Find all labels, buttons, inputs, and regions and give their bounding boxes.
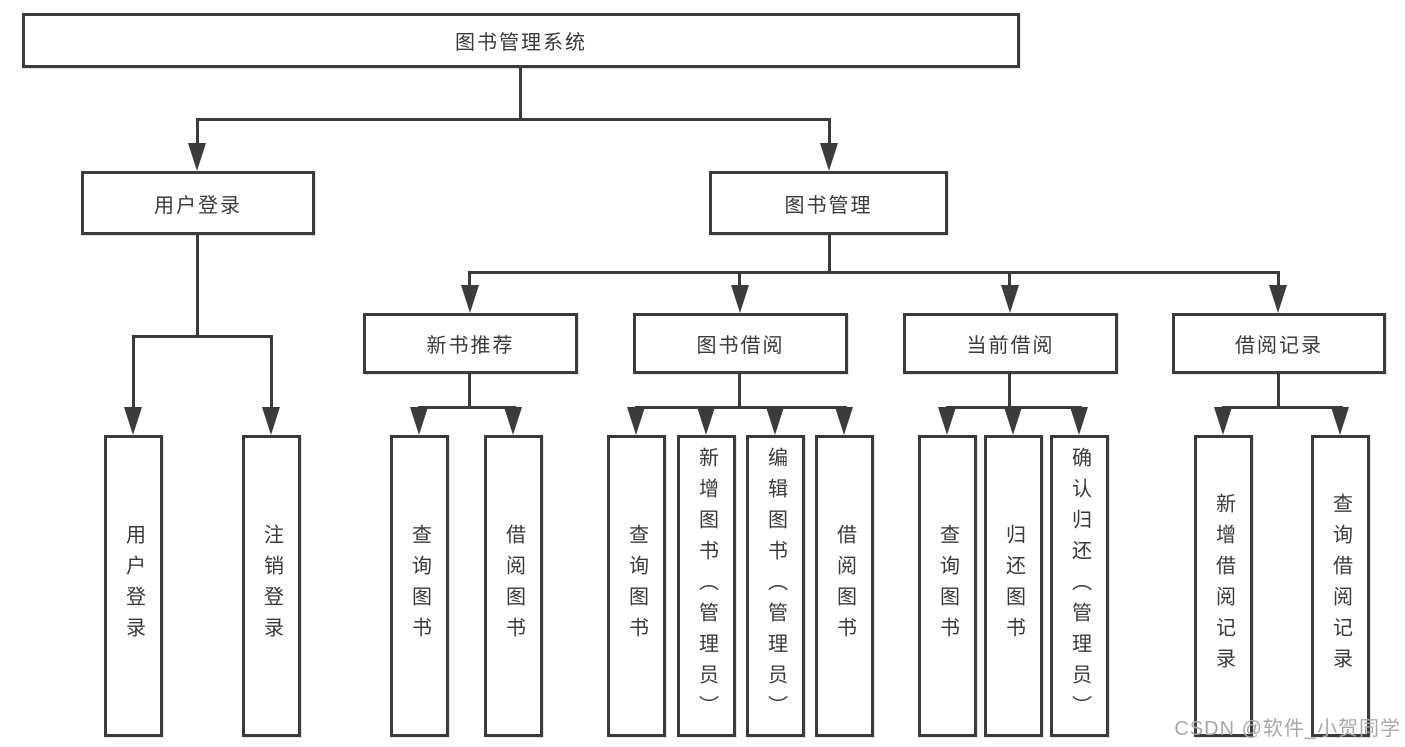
node-leaf-add-book-admin: 新增图书（管理员） bbox=[677, 435, 736, 737]
node-label: 图书借阅 bbox=[696, 335, 785, 357]
node-leaf-confirm-return-admin: 确认归还（管理员） bbox=[1050, 435, 1109, 737]
connector-line bbox=[196, 118, 199, 146]
node-label: 查询图书 bbox=[936, 524, 959, 648]
connector-line bbox=[418, 406, 516, 409]
node-label: 编辑图书（管理员） bbox=[764, 446, 787, 726]
node-label: 新书推荐 bbox=[426, 335, 515, 357]
arrow-down-icon bbox=[627, 407, 645, 435]
node-leaf-query-books-current: 查询图书 bbox=[918, 435, 977, 737]
node-new-book-recommend: 新书推荐 bbox=[363, 313, 578, 374]
arrow-down-icon bbox=[820, 143, 838, 171]
node-leaf-add-borrow-record: 新增借阅记录 bbox=[1194, 435, 1253, 737]
node-label: 用户登录 bbox=[122, 524, 145, 648]
connector-line bbox=[828, 234, 831, 274]
node-user-login: 用户登录 bbox=[81, 171, 315, 235]
arrow-down-icon bbox=[410, 407, 428, 435]
connector-line bbox=[828, 118, 831, 146]
arrow-down-icon bbox=[461, 285, 479, 313]
node-label: 查询图书 bbox=[408, 524, 431, 648]
node-label: 当前借阅 bbox=[966, 335, 1055, 357]
connector-line bbox=[468, 271, 471, 288]
node-label: 借阅记录 bbox=[1235, 335, 1323, 357]
connector-line bbox=[196, 234, 199, 338]
node-root-label: 图书管理系统 bbox=[455, 32, 587, 54]
node-book-management: 图书管理 bbox=[709, 171, 948, 235]
arrow-down-icon bbox=[766, 407, 784, 435]
connector-line bbox=[738, 271, 741, 288]
node-leaf-borrow-books-recommend: 借阅图书 bbox=[484, 435, 543, 737]
node-label: 新增图书（管理员） bbox=[695, 446, 718, 726]
arrow-down-icon bbox=[835, 407, 853, 435]
node-book-borrow: 图书借阅 bbox=[633, 313, 848, 374]
arrow-down-icon bbox=[697, 407, 715, 435]
connector-line bbox=[1277, 271, 1280, 288]
node-leaf-logout: 注销登录 bbox=[242, 435, 301, 737]
arrow-down-icon bbox=[1001, 285, 1019, 313]
node-leaf-query-books-borrow: 查询图书 bbox=[607, 435, 666, 737]
connector-line bbox=[635, 406, 847, 409]
arrow-down-icon bbox=[1214, 407, 1232, 435]
node-label: 借阅图书 bbox=[502, 524, 525, 648]
node-label: 注销登录 bbox=[260, 524, 283, 648]
node-label: 确认归还（管理员） bbox=[1068, 446, 1091, 726]
node-leaf-query-books-recommend: 查询图书 bbox=[390, 435, 449, 737]
connector-line bbox=[468, 271, 1280, 274]
arrow-down-icon bbox=[1269, 285, 1287, 313]
node-leaf-borrow-books: 借阅图书 bbox=[815, 435, 874, 737]
node-root: 图书管理系统 bbox=[22, 13, 1020, 68]
arrow-down-icon bbox=[124, 407, 142, 435]
node-label: 归还图书 bbox=[1002, 524, 1025, 648]
connector-line bbox=[1277, 373, 1280, 409]
arrow-down-icon bbox=[1004, 407, 1022, 435]
watermark: CSDN @软件_小贺同学 bbox=[1174, 718, 1401, 740]
node-label: 图书管理 bbox=[784, 194, 873, 217]
connector-line bbox=[270, 335, 273, 410]
connector-line bbox=[1008, 373, 1011, 409]
node-leaf-user-login: 用户登录 bbox=[104, 435, 163, 737]
arrow-down-icon bbox=[1331, 407, 1349, 435]
connector-line bbox=[1222, 406, 1343, 409]
arrow-down-icon bbox=[938, 407, 956, 435]
arrow-down-icon bbox=[731, 285, 749, 313]
connector-line bbox=[519, 68, 522, 121]
node-leaf-edit-book-admin: 编辑图书（管理员） bbox=[746, 435, 805, 737]
node-label: 查询图书 bbox=[625, 524, 648, 648]
arrow-down-icon bbox=[188, 143, 206, 171]
node-borrow-records: 借阅记录 bbox=[1172, 313, 1386, 374]
connector-line bbox=[196, 118, 831, 121]
node-current-borrow: 当前借阅 bbox=[903, 313, 1118, 374]
node-label: 用户登录 bbox=[154, 194, 242, 217]
connector-line bbox=[132, 335, 135, 410]
node-leaf-query-borrow-record: 查询借阅记录 bbox=[1311, 435, 1370, 737]
connector-line bbox=[738, 373, 741, 409]
connector-line bbox=[1008, 271, 1011, 288]
arrow-down-icon bbox=[504, 407, 522, 435]
node-label: 新增借阅记录 bbox=[1212, 493, 1235, 679]
arrow-down-icon bbox=[262, 407, 280, 435]
node-leaf-return-book: 归还图书 bbox=[984, 435, 1043, 737]
node-label: 借阅图书 bbox=[833, 524, 856, 648]
node-label: 查询借阅记录 bbox=[1329, 493, 1352, 679]
arrow-down-icon bbox=[1070, 407, 1088, 435]
connector-line bbox=[132, 335, 273, 338]
connector-line bbox=[468, 373, 471, 409]
